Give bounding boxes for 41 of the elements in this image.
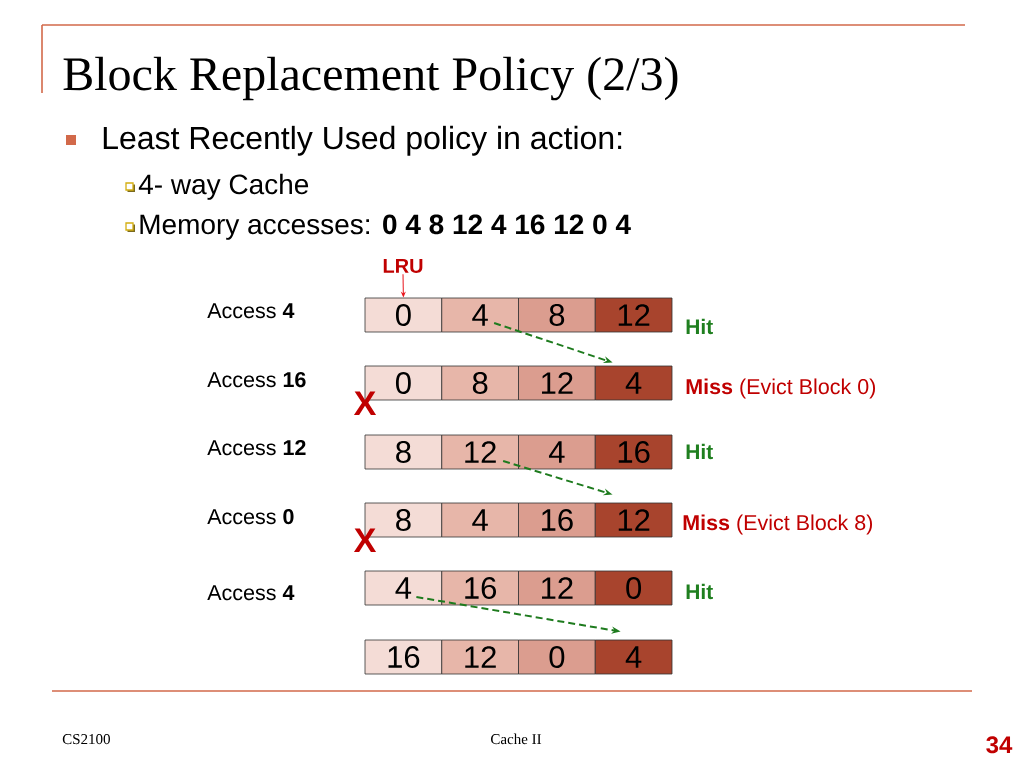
cache-cell: 4 bbox=[594, 365, 673, 401]
footer-text: Cache II bbox=[491, 733, 542, 745]
cache-cell: 12 bbox=[594, 297, 673, 333]
cache-cell: 12 bbox=[441, 434, 519, 470]
slide-title: Block Replacement Policy (2/3) bbox=[63, 56, 678, 101]
cache-cell: 4 bbox=[518, 434, 596, 470]
cache-cell: 8 bbox=[518, 297, 596, 333]
result-label: Hit bbox=[686, 318, 713, 335]
cache-cell: 0 bbox=[518, 639, 596, 675]
access-label: Access 16 bbox=[207, 372, 306, 388]
access-label: Access 4 bbox=[207, 303, 295, 319]
cache-cell: 4 bbox=[594, 639, 673, 675]
cache-cell: 12 bbox=[518, 570, 596, 606]
cache-cell: 4 bbox=[441, 502, 519, 538]
cache-cell: 4 bbox=[441, 297, 519, 333]
bullet-text: 4- way Cache bbox=[138, 173, 309, 200]
bullet-text: Memory accesses: 0 4 8 12 4 16 12 0 4 bbox=[140, 214, 631, 240]
cache-cell: 8 bbox=[441, 365, 519, 401]
access-label: Access 0 bbox=[207, 509, 294, 525]
result-label: Miss (Evict Block 8) bbox=[683, 514, 872, 535]
cache-cell: 0 bbox=[594, 570, 673, 606]
cache-cell: 12 bbox=[518, 365, 596, 401]
cache-cell: 16 bbox=[364, 639, 443, 675]
cache-cell: 16 bbox=[441, 570, 519, 606]
cache-cell: 0 bbox=[364, 297, 443, 333]
pointer-arrow bbox=[401, 273, 406, 297]
access-label: Access 4 bbox=[207, 585, 295, 601]
footer-text: CS2100 bbox=[62, 734, 110, 745]
page-number: 34 bbox=[986, 736, 1013, 754]
cache-cell: 16 bbox=[518, 502, 596, 538]
result-label: Miss (Evict Block 0) bbox=[686, 378, 875, 399]
pointer-label: LRU bbox=[383, 259, 423, 273]
bullet-text: Least Recently Used policy in action: bbox=[103, 125, 622, 156]
cache-cell: 12 bbox=[594, 502, 673, 538]
result-label: Hit bbox=[686, 583, 713, 600]
cache-cell: 4 bbox=[364, 570, 443, 606]
cache-cell: 16 bbox=[594, 434, 673, 470]
result-label: Hit bbox=[686, 443, 713, 460]
cache-cell: 8 bbox=[364, 434, 443, 470]
cache-cell: 12 bbox=[441, 639, 519, 675]
access-label: Access 12 bbox=[207, 440, 306, 456]
